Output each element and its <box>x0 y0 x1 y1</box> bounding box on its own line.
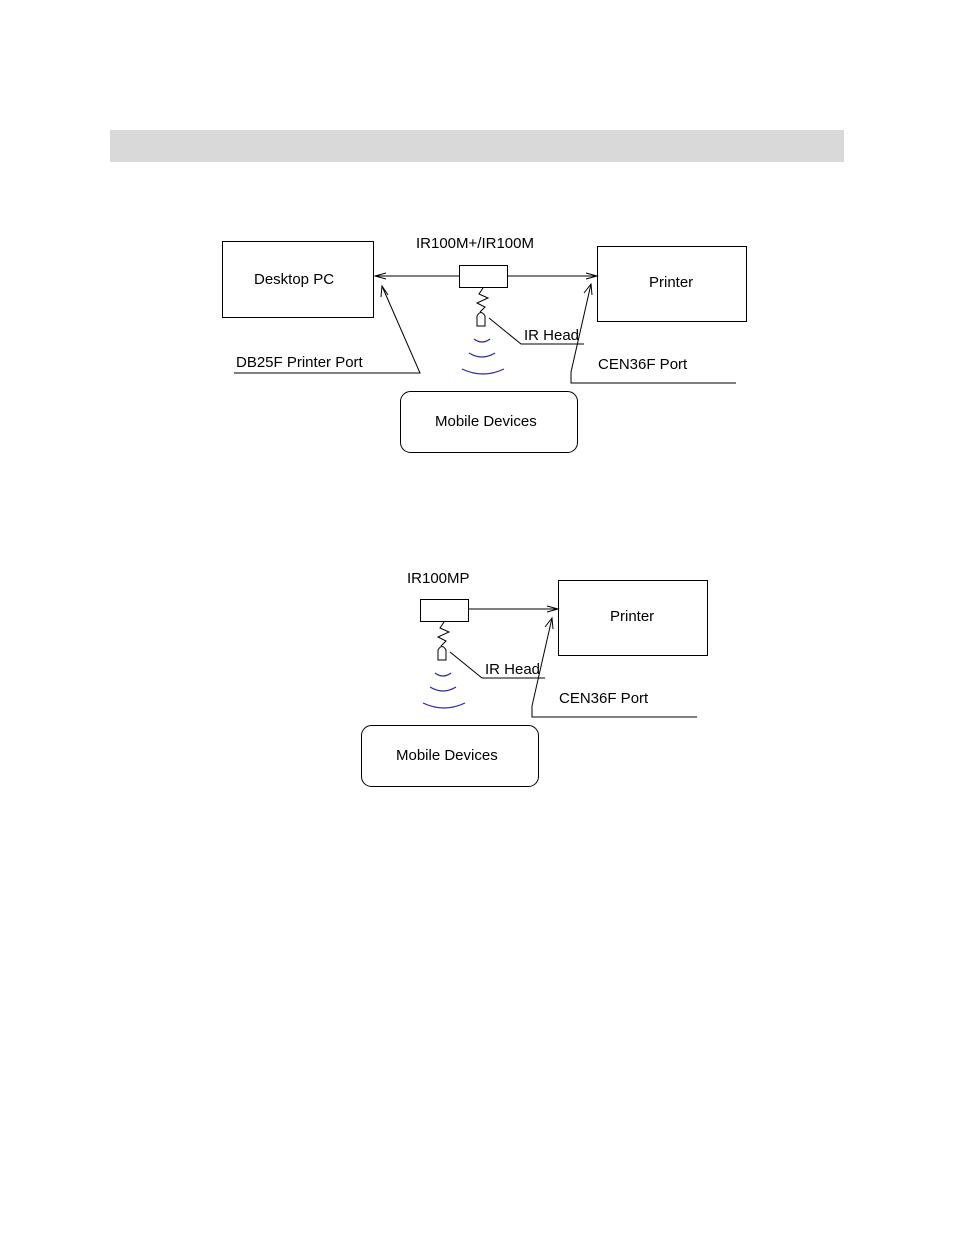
printer-port-label: CEN36F Port <box>598 356 688 373</box>
ir-cord <box>438 622 449 646</box>
ir-waves-1-icon <box>462 339 504 374</box>
device-label: IR100MP <box>407 570 470 587</box>
ir-waves-2-icon <box>423 673 465 708</box>
pc-port-label: DB25F Printer Port <box>236 354 364 371</box>
mobile-devices-label: Mobile Devices <box>435 413 537 430</box>
printer-port-arrowhead-icon <box>584 284 592 295</box>
ir-head-icon <box>438 647 446 661</box>
printer-label: Printer <box>649 274 693 291</box>
ir-head-icon <box>477 313 485 327</box>
mobile-devices-label: Mobile Devices <box>396 747 498 764</box>
ir-device-box <box>460 266 508 288</box>
ir-cord <box>477 288 488 312</box>
device-label: IR100M+/IR100M <box>416 235 534 252</box>
printer-port-label: CEN36F Port <box>559 690 649 707</box>
ir-head-label: IR Head <box>524 327 579 344</box>
printer-port-arrowhead-icon <box>545 618 553 629</box>
ir-head-label: IR Head <box>485 661 540 678</box>
ir-device-box <box>421 600 469 622</box>
printer-label: Printer <box>610 608 654 625</box>
desktop-pc-label: Desktop PC <box>254 271 334 288</box>
